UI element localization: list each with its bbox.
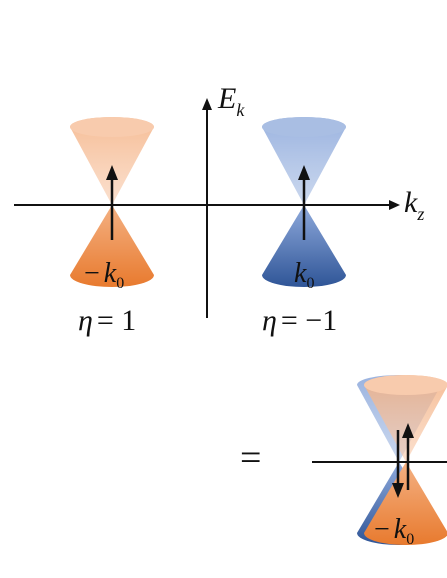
left-node-label: −k0 (84, 258, 124, 292)
bottom-orange-cone-lower (364, 462, 447, 545)
right-cone-upper-rim (262, 117, 346, 137)
right-cone-lower (262, 205, 346, 287)
right-chirality-label: η= −1 (262, 304, 337, 337)
energy-axis-arrowhead (202, 98, 212, 110)
right-weyl-cone (262, 117, 346, 287)
left-chirality-label: η= 1 (78, 304, 136, 337)
left-cone-upper-rim (70, 117, 154, 137)
bottom-spin-up-arrowhead (402, 423, 414, 438)
equals-sign: = (240, 437, 261, 479)
momentum-axis-label: kz (404, 186, 424, 224)
energy-axis-label: Ek (217, 82, 245, 120)
left-cone-lower (70, 205, 154, 287)
bottom-orange-cone-rim (364, 375, 447, 395)
bottom-node-label: −k0 (374, 514, 414, 548)
right-node-label: k0 (294, 258, 314, 292)
right-spin-arrowhead (298, 165, 310, 180)
left-spin-arrowhead (106, 165, 118, 180)
bottom-orange-cone-upper (364, 375, 447, 462)
left-cone-upper (70, 117, 154, 205)
bottom-spin-down-arrowhead (392, 483, 404, 498)
left-weyl-cone (70, 117, 154, 287)
degenerate-dirac-cone (357, 375, 447, 545)
right-cone-upper (262, 117, 346, 205)
kz-axis-arrowhead (389, 200, 400, 210)
